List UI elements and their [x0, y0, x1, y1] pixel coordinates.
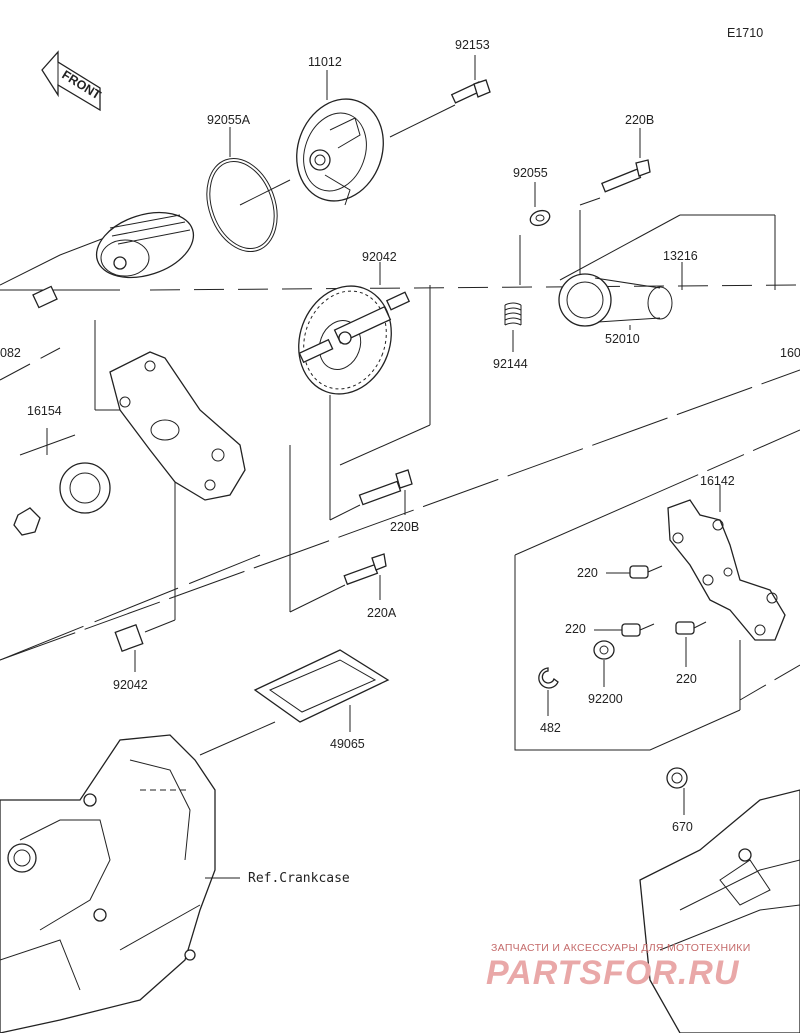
label-220A: 220A: [367, 606, 397, 620]
label-16154: 16154: [27, 404, 62, 418]
label-49065: 49065: [330, 737, 365, 751]
washer-670: [666, 767, 688, 789]
rotor-52010: [558, 273, 673, 327]
spring-92144: [504, 302, 522, 326]
label-220B-mid: 220B: [390, 520, 419, 534]
label-92055A: 92055A: [207, 113, 251, 127]
diagram-code: E1710: [727, 26, 763, 40]
screw-220-b: [621, 623, 655, 637]
pump-body-plate: [109, 351, 246, 501]
bolt-220B-top: [601, 159, 651, 193]
label-220-b: 220: [565, 622, 586, 636]
watermark: ЗАПЧАСТИ И АКСЕССУАРЫ ДЛЯ МОТОТЕХНИКИ PA…: [486, 942, 751, 992]
label-670: 670: [672, 820, 693, 834]
label-220-a: 220: [577, 566, 598, 580]
bolt-220A: [343, 553, 387, 586]
inner-rotor-16154: [13, 462, 111, 536]
label-11012: 11012: [308, 55, 342, 69]
label-220-c: 220: [676, 672, 697, 686]
pump-cover-11012: [296, 98, 384, 206]
label-ref-crankcase: Ref.Crankcase: [248, 871, 350, 886]
label-92144: 92144: [493, 357, 528, 371]
watermark-logo: PARTSFOR.RU: [486, 954, 740, 992]
washer-92200: [593, 640, 615, 660]
label-482: 482: [540, 721, 561, 735]
crankcase-right: [639, 789, 800, 1033]
bolt-92153: [389, 79, 491, 138]
washer-92055: [529, 209, 551, 227]
label-92200: 92200: [588, 692, 623, 706]
o-ring-92055A: [206, 158, 278, 252]
circlip-482: [538, 667, 559, 689]
oil-filter-left: [95, 211, 195, 279]
label-160: 160: [780, 346, 800, 360]
panel-lines: [0, 197, 800, 756]
bolt-220B-mid: [358, 469, 413, 506]
label-13216: 13216: [663, 249, 698, 263]
label-52010: 52010: [605, 332, 640, 346]
label-220B-top: 220B: [625, 113, 654, 127]
plate-16142: [667, 499, 786, 641]
label-92042-bot: 92042: [113, 678, 148, 692]
screw-220-a: [629, 565, 663, 579]
label-92153: 92153: [455, 38, 490, 52]
small-pin-082: [32, 285, 58, 309]
front-arrow-icon: FRONT: [41, 50, 104, 112]
pin-92042-bottom: [114, 624, 144, 652]
label-082: 082: [0, 346, 21, 360]
crankcase-left: [0, 734, 216, 1033]
label-92055: 92055: [513, 166, 548, 180]
screw-220-c: [675, 621, 707, 635]
watermark-line1: ЗАПЧАСТИ И АКСЕССУАРЫ ДЛЯ МОТОТЕХНИКИ: [491, 942, 751, 954]
label-16142: 16142: [700, 474, 735, 488]
label-92042-top: 92042: [362, 250, 397, 264]
gasket-49065: [253, 649, 390, 723]
gear-shaft-92042: [298, 285, 411, 395]
